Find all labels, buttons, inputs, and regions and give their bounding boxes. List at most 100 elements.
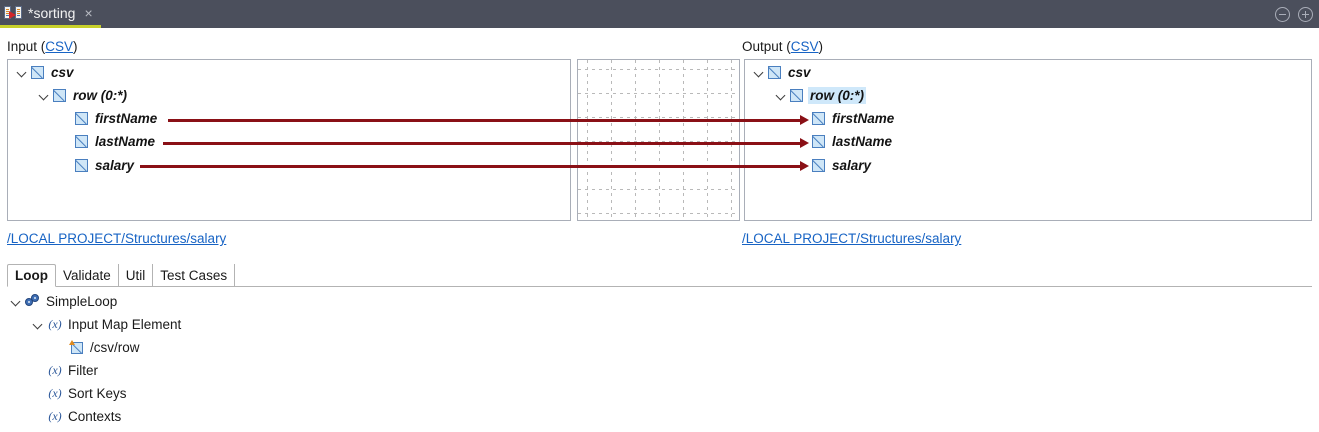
input-header-text: Input ( bbox=[7, 39, 46, 54]
canvas-grid bbox=[578, 60, 739, 220]
grid-line-horizontal bbox=[578, 93, 739, 94]
loop-tree-item-label: /csv/row bbox=[90, 339, 140, 355]
mapping-wire-arrow-icon bbox=[800, 161, 809, 171]
loop-tree-item-filter[interactable]: (x) Filter bbox=[32, 359, 98, 381]
tab-strip-filler bbox=[235, 264, 1312, 286]
editor-tab-label: *sorting bbox=[28, 4, 76, 21]
window-controls bbox=[1275, 0, 1313, 28]
grid-line-horizontal bbox=[578, 117, 739, 118]
grid-line-horizontal bbox=[578, 69, 739, 70]
grid-line-vertical bbox=[659, 60, 660, 220]
loop-tree-item-simpleloop[interactable]: SimpleLoop bbox=[10, 290, 117, 312]
input-tree-item-label: row (0:*) bbox=[73, 87, 127, 103]
grid-line-vertical bbox=[587, 60, 588, 220]
tab-loop[interactable]: Loop bbox=[7, 264, 56, 287]
chevron-down-icon[interactable] bbox=[10, 295, 22, 307]
grid-line-horizontal bbox=[578, 189, 739, 190]
loop-tree-item-csv-row[interactable]: /csv/row bbox=[54, 336, 140, 358]
maximize-icon[interactable] bbox=[1298, 6, 1313, 22]
chevron-down-icon[interactable] bbox=[16, 66, 28, 78]
input-tree-item-label: salary bbox=[95, 157, 135, 173]
grid-line-horizontal bbox=[578, 213, 739, 214]
input-header-suffix: ) bbox=[73, 39, 78, 54]
element-ref-icon bbox=[69, 339, 84, 355]
chevron-down-icon[interactable] bbox=[753, 66, 765, 78]
mapping-icon bbox=[4, 5, 22, 21]
grid-line-vertical bbox=[635, 60, 636, 220]
mapping-wire[interactable] bbox=[163, 142, 800, 145]
grid-line-vertical bbox=[707, 60, 708, 220]
element-icon bbox=[75, 158, 88, 172]
output-header: Output (CSV) bbox=[742, 39, 823, 54]
element-icon bbox=[812, 112, 825, 126]
loop-tree-item-label: Filter bbox=[68, 362, 98, 378]
input-structure-path-link[interactable]: /LOCAL PROJECT/Structures/salary bbox=[7, 231, 227, 246]
output-tree-item-row-0[interactable]: row (0:*) bbox=[775, 85, 866, 105]
grid-line-vertical bbox=[611, 60, 612, 220]
output-tree-item-label: firstName bbox=[832, 111, 895, 127]
output-header-suffix: ) bbox=[818, 39, 824, 54]
loop-tree-item-label: Contexts bbox=[68, 408, 122, 424]
loop-tree-item-sort-keys[interactable]: (x) Sort Keys bbox=[32, 382, 127, 404]
input-tree-item-label: lastName bbox=[95, 134, 156, 150]
output-tree-item-label: salary bbox=[832, 157, 872, 173]
output-tree-item-label: lastName bbox=[832, 134, 893, 150]
output-tree-item-firstname[interactable]: firstName bbox=[797, 109, 896, 129]
input-tree-item-firstname[interactable]: firstName bbox=[60, 109, 159, 129]
output-structure-panel[interactable]: csv row (0:*) firstName lastName salary bbox=[744, 59, 1312, 221]
tab-validate[interactable]: Validate bbox=[56, 264, 119, 286]
output-tree-item-lastname[interactable]: lastName bbox=[797, 132, 894, 152]
output-structure-path-link[interactable]: /LOCAL PROJECT/Structures/salary bbox=[742, 231, 962, 246]
chevron-down-icon[interactable] bbox=[32, 318, 44, 330]
input-header: Input (CSV) bbox=[7, 39, 78, 54]
function-icon: (x) bbox=[48, 386, 62, 400]
input-tree-item-salary[interactable]: salary bbox=[60, 155, 136, 175]
loop-tree-item-input-map-element[interactable]: (x) Input Map Element bbox=[32, 313, 181, 335]
input-tree-item-csv[interactable]: csv bbox=[16, 62, 76, 82]
output-csv-link[interactable]: CSV bbox=[790, 39, 819, 54]
mapping-canvas-panel[interactable] bbox=[577, 59, 740, 221]
chevron-down-icon[interactable] bbox=[38, 89, 50, 101]
mapping-wire[interactable] bbox=[140, 165, 800, 168]
element-icon bbox=[768, 65, 781, 79]
element-icon bbox=[75, 135, 88, 149]
gears-icon bbox=[25, 294, 41, 308]
loop-tree-item-contexts[interactable]: (x) Contexts bbox=[32, 405, 121, 427]
editor-tab-sorting[interactable]: *sorting × bbox=[0, 0, 101, 28]
input-tree-item-row-0[interactable]: row (0:*) bbox=[38, 85, 129, 105]
loop-tree-item-label: Sort Keys bbox=[68, 385, 127, 401]
output-tree-item-label: csv bbox=[788, 64, 811, 80]
function-icon: (x) bbox=[48, 317, 62, 331]
function-icon: (x) bbox=[48, 409, 62, 423]
loop-tree-item-label: SimpleLoop bbox=[46, 293, 118, 309]
output-header-text: Output ( bbox=[742, 39, 791, 54]
output-tree-item-salary[interactable]: salary bbox=[797, 155, 873, 175]
output-tree-item-csv[interactable]: csv bbox=[753, 62, 813, 82]
mapping-wire[interactable] bbox=[168, 119, 800, 122]
title-bar: *sorting × bbox=[0, 0, 1319, 28]
input-csv-link[interactable]: CSV bbox=[45, 39, 74, 54]
element-icon bbox=[31, 65, 44, 79]
close-icon[interactable]: × bbox=[84, 4, 93, 21]
loop-tree-item-label: Input Map Element bbox=[68, 316, 182, 332]
tab-test-cases[interactable]: Test Cases bbox=[153, 264, 236, 286]
element-icon bbox=[812, 158, 825, 172]
mapping-wire-arrow-icon bbox=[800, 138, 809, 148]
element-icon bbox=[53, 88, 66, 102]
mapping-wire-arrow-icon bbox=[800, 115, 809, 125]
minimize-icon[interactable] bbox=[1275, 6, 1290, 22]
input-tree-item-label: csv bbox=[51, 64, 74, 80]
input-tree-item-lastname[interactable]: lastName bbox=[60, 132, 157, 152]
grid-line-horizontal bbox=[578, 141, 739, 142]
element-icon bbox=[790, 88, 803, 102]
input-structure-panel[interactable]: csv row (0:*) firstName lastName salary bbox=[7, 59, 571, 221]
grid-line-vertical bbox=[731, 60, 732, 220]
output-tree-item-label: row (0:*) bbox=[808, 86, 866, 104]
grid-line-vertical bbox=[683, 60, 684, 220]
function-icon: (x) bbox=[48, 363, 62, 377]
input-tree-item-label: firstName bbox=[95, 111, 158, 127]
tab-util[interactable]: Util bbox=[118, 264, 154, 286]
chevron-down-icon[interactable] bbox=[775, 89, 787, 101]
element-icon bbox=[75, 112, 88, 126]
